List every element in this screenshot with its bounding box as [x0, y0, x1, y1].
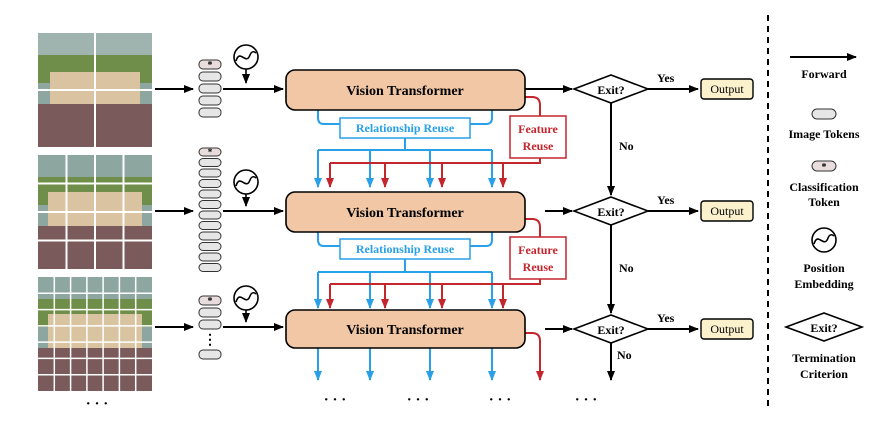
image-token [198, 189, 222, 199]
svg-text:Output: Output [710, 204, 744, 218]
svg-text:*: * [208, 296, 213, 307]
relationship-reuse-connector-1 [314, 110, 496, 188]
image-token [198, 83, 222, 94]
position-embedding-icon [811, 227, 837, 253]
no-label-2: No [619, 261, 634, 275]
svg-text:Exit?: Exit? [810, 321, 837, 335]
legend-position-embedding: Position Embedding [794, 227, 854, 291]
image-token [198, 200, 222, 209]
svg-text:Image Tokens: Image Tokens [788, 127, 859, 141]
vision-transformer-block-1: Vision Transformer [285, 69, 526, 111]
svg-text:Exit?: Exit? [597, 205, 624, 219]
svg-text:Forward: Forward [801, 67, 847, 81]
position-embedding-icon [233, 169, 259, 207]
feature-reuse-connector-2 [326, 218, 541, 309]
svg-text:Feature: Feature [518, 243, 558, 257]
ellipsis: · · · [324, 392, 347, 408]
image-token [198, 242, 222, 251]
image-token [198, 95, 222, 106]
image-token [198, 71, 222, 82]
svg-text:Position: Position [803, 261, 845, 275]
classification-token [198, 59, 222, 70]
image-token-icon [811, 108, 837, 120]
vision-transformer-block-3: Vision Transformer [285, 309, 526, 349]
image-token [198, 231, 222, 241]
ellipsis: · · · [489, 392, 512, 408]
image-token [198, 210, 222, 220]
exit-criterion-1: Exit? [571, 74, 651, 104]
svg-text:Classification: Classification [789, 180, 859, 194]
no-label-3: No [617, 348, 632, 362]
input-image-coarse [38, 33, 152, 147]
token-stack-2: * [198, 147, 222, 272]
relationship-reuse-connector-2 [314, 232, 496, 309]
svg-text:Reuse: Reuse [523, 260, 554, 274]
input-image-fine [38, 277, 152, 391]
images-ellipsis: · · · [86, 396, 109, 412]
yes-label-2: Yes [657, 193, 675, 207]
svg-text:*: * [822, 162, 827, 173]
output-box-1: Output [700, 78, 754, 100]
token-stack-3: * ⋮ [198, 295, 222, 360]
svg-text:Termination: Termination [792, 351, 856, 365]
svg-text:*: * [208, 147, 213, 157]
output-box-3: Output [700, 318, 754, 340]
classification-token [198, 295, 222, 306]
position-embedding-icon [233, 44, 259, 84]
svg-text:Output: Output [710, 82, 744, 96]
svg-text:Feature: Feature [518, 122, 558, 136]
image-token [198, 252, 222, 262]
legend-forward: Forward [790, 53, 857, 81]
exit-criterion-3: Exit? [571, 314, 651, 344]
vision-transformer-block-2: Vision Transformer [285, 191, 526, 233]
input-image-medium [38, 155, 152, 269]
ellipsis: · · · [407, 392, 430, 408]
image-token [198, 319, 222, 330]
yes-label-3: Yes [657, 311, 675, 325]
classification-token-icon [811, 160, 837, 172]
relationship-reuse-box-1: Relationship Reuse [339, 117, 471, 139]
stage3-outgoing-arrows [314, 332, 544, 381]
exit-criterion-2: Exit? [571, 196, 651, 226]
image-token [198, 221, 222, 230]
svg-text:Embedding: Embedding [794, 277, 853, 291]
relationship-reuse-label: Relationship Reuse [356, 121, 455, 135]
no-label-1: No [619, 139, 634, 153]
legend-termination-criterion: Exit? Termination Criterion [783, 312, 865, 381]
image-token [198, 168, 222, 178]
legend-classification-token: * Classification Token [789, 160, 859, 209]
token-stack-1: * [198, 59, 222, 118]
vit-label: Vision Transformer [346, 323, 464, 338]
image-token [198, 263, 222, 272]
image-token [198, 158, 222, 167]
ellipsis: · · · [575, 392, 598, 408]
yes-label-1: Yes [657, 71, 675, 85]
image-token [198, 307, 222, 318]
token-ellipsis: ⋮ [203, 333, 217, 348]
svg-text:Output: Output [710, 322, 744, 336]
svg-text:Criterion: Criterion [800, 367, 848, 381]
image-token [198, 349, 222, 360]
feature-reuse-box-1: Feature Reuse [509, 115, 567, 159]
relationship-reuse-box-2: Relationship Reuse [339, 238, 471, 260]
svg-text:Reuse: Reuse [523, 139, 554, 153]
feature-reuse-box-2: Feature Reuse [509, 236, 567, 280]
exit-diamond-icon: Exit? [783, 312, 865, 342]
image-token [198, 179, 222, 188]
vit-label: Vision Transformer [346, 206, 464, 221]
svg-text:Exit?: Exit? [597, 323, 624, 337]
output-box-2: Output [700, 200, 754, 222]
feature-reuse-connector-1 [326, 96, 541, 188]
legend-image-tokens: Image Tokens [788, 108, 860, 141]
image-token [198, 107, 222, 118]
relationship-reuse-label: Relationship Reuse [356, 242, 455, 256]
classification-token [198, 147, 222, 157]
svg-text:*: * [208, 60, 213, 71]
position-embedding-icon [233, 285, 259, 323]
vit-label: Vision Transformer [346, 84, 464, 99]
svg-text:Token: Token [808, 195, 840, 209]
svg-text:Exit?: Exit? [597, 83, 624, 97]
